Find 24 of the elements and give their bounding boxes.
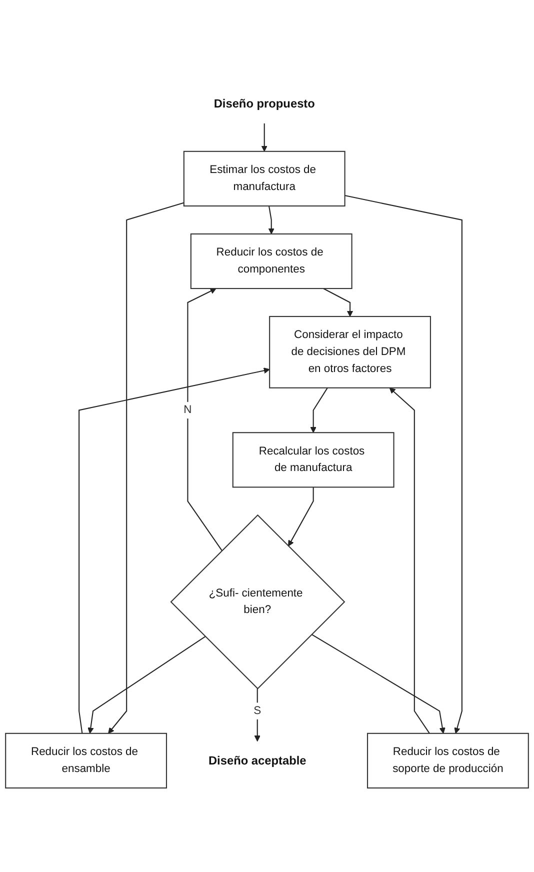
edge-label: N bbox=[184, 404, 192, 416]
node-box: Reducir los costos de soporte de producción bbox=[366, 732, 529, 788]
arrow bbox=[311, 634, 446, 734]
arrow bbox=[389, 387, 430, 734]
node-text: Diseño propuesto bbox=[214, 96, 315, 110]
arrow bbox=[88, 636, 206, 734]
node-box: Considerar el impacto de decisiones del DPM en otros factores bbox=[269, 316, 431, 388]
arrow bbox=[310, 387, 328, 433]
arrow bbox=[323, 288, 354, 316]
arrow bbox=[268, 206, 274, 234]
arrow bbox=[344, 194, 462, 734]
node-box: Estimar los costos de manufactura bbox=[183, 150, 346, 206]
arrow bbox=[108, 202, 184, 734]
node-box: Reducir los costos de componentes bbox=[190, 233, 352, 289]
arrow bbox=[78, 367, 270, 734]
arrow bbox=[254, 688, 260, 742]
node-box: Recalcular los costos de manufactura bbox=[232, 432, 394, 488]
arrow bbox=[187, 288, 222, 551]
node-box: Reducir los costos de ensamble bbox=[5, 732, 168, 788]
arrow bbox=[288, 486, 314, 546]
node-diamond: ¿Sufi- cientemente bien? bbox=[170, 514, 346, 690]
node-text: Diseño aceptable bbox=[208, 754, 306, 767]
edge-label: S bbox=[254, 704, 262, 716]
arrow bbox=[261, 123, 268, 152]
